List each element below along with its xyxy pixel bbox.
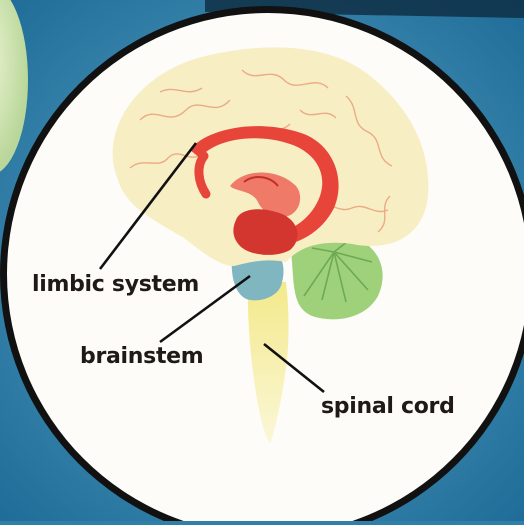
spinal-cord-label: spinal cord xyxy=(321,394,455,419)
brainstem-label: brainstem xyxy=(80,344,203,369)
limbic-system-label: limbic system xyxy=(32,272,199,297)
